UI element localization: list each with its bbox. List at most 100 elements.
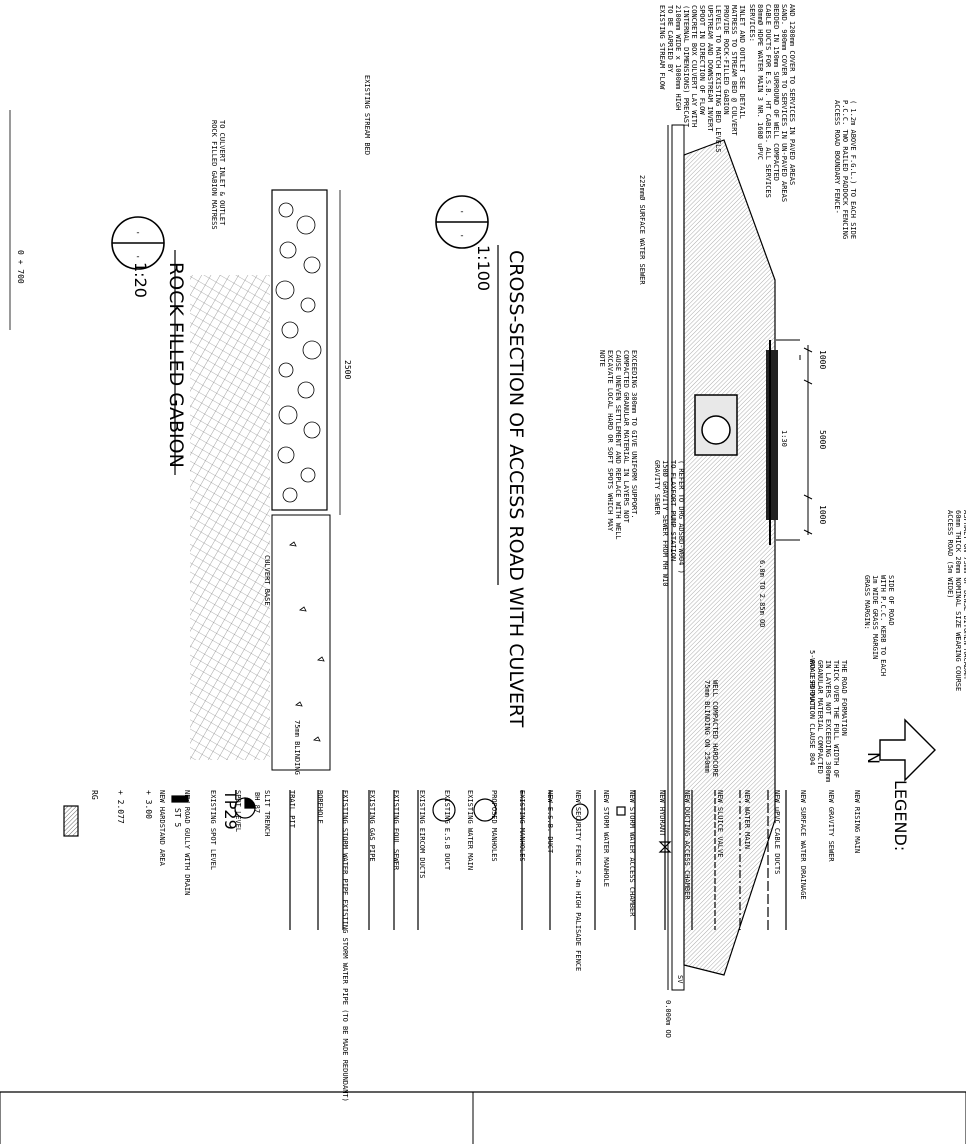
legend-label-7-line: NEW HYDRANT [658,790,666,837]
general-note-line: COMPACTED GRANULAR MATERIAL IN LAYERS NO… [622,350,630,524]
legend-label-13: PROPOSED MANHOLES [490,790,498,862]
legend-label-14-line: EXISTING WATER MAIN [466,790,474,870]
legend-existing-spot-line: + 2.077 [116,790,125,824]
legend-label-11-line: NEW E.S.B. DUCT [546,790,554,854]
dim-chainage: 0 + 700 [16,250,25,284]
services-note-line: 80mmØ HDPE WATER MAIN 3 NR. 160Ø uPVC [756,4,764,160]
legend-label-22: SLIT TRENCH [263,790,271,836]
legend-label-24: EXISTING SPOT LEVEL [209,790,217,870]
dim-5000: 5000 [818,430,827,449]
access-road-title-bubble: - - [435,195,489,249]
dim-2500: 2500 [343,360,352,379]
fence-note-line: ( 1.2m ABOVE F.G.L.) TO EACH SIDE [849,100,857,239]
legend-label-25-line: NEW ROAD GULLY WITH DRAIN [183,790,191,895]
datum-label: 0.000m OD [664,1000,672,1038]
fall-label: 1:30 [780,430,788,447]
svg-text:N: N [864,752,883,764]
legend-title-line: LEGEND: [891,780,910,851]
gravity-sewer-pipe [701,415,731,445]
legend-label-17: EXISTING FOUL SEWER [392,790,400,871]
dim-chainage-line: 0 + 700 [16,250,25,284]
stream-flow-note-line: MATRESS TO STREAM BED @ CULVERT [730,5,738,136]
access-road-note-line: ACCESS ROAD (5m WIDE) [946,510,954,599]
access-road-note-line: ASPHALT ON 75mm OF DENSE BITUMEN MACADAM [962,510,966,679]
fence-note-line: P.C.C. TWO RAILED PADDOCK FENCING [841,100,849,239]
culvert-base-label-line: CULVERT BASE [263,555,271,606]
culvert-base [271,514,331,771]
access-road-section [667,124,813,991]
formation-note-line: IN LAYERS NOT EXCEEDING 300mm [824,660,832,782]
slope-label-line: 6.0m TO 2.85m OD [758,560,766,627]
esb-duct-label-line: 5-WAY ESB DUCT [808,650,816,710]
gabion-section [190,189,341,771]
access-road-title: CROSS-SECTION OF ACCESS ROAD WITH CULVER… [505,250,527,728]
svg-text:-: - [135,252,140,262]
legend-road-gully: RG [90,790,99,800]
legend-label-22-line: SLIT TRENCH [263,790,271,836]
legend-label-20: BOREHOLE [316,790,324,824]
stream-flow-note-line: UPSTREAM AND DOWNSTREAM INVERT [706,5,714,132]
general-note-line: NOTE [598,350,606,367]
gabion-scale-line: 1:20 [131,262,150,298]
legend-trialpit-line: TP29 [221,789,240,830]
legend-label-19-line: EXISTING STORM WATER PIPE EXISTING STORM… [341,790,349,1102]
gabion-title-bubble: - - [111,216,165,270]
legend-label-18-line: EXISTING GAS PIPE [368,790,376,862]
legend-label-20-line: BOREHOLE [316,790,324,824]
gabion-title: ROCK FILLED GABION [165,262,187,468]
legend-label-3-line: NEW uPVC CABLE DUCTS [773,790,781,874]
legend-label-12: EXISTING MANHOLES [518,790,526,862]
services-note: SERVICES:80mmØ HDPE WATER MAIN 3 NR. 160… [748,4,796,202]
formation-note-line: GRANULAR MATERIAL COMPACTED [816,660,824,774]
legend-label-26: NEW HARDSTAND AREA [158,790,166,867]
legend-label-13-line: PROPOSED MANHOLES [490,790,498,862]
legend-sv: SV [676,975,684,984]
legend-label-5: NEW SLUICE VALVE [716,790,724,857]
services-note-line: SAND. 900mm COVER TO SERVICES IN UN-PAVE… [780,4,788,202]
legend-label-1: NEW GRAVITY SEWER [827,790,835,862]
legend-label-21-line: TRAIL PIT [288,790,296,829]
legend-label-15: EXISTING E.S.B DUCT [443,790,451,871]
access-road-note: ACCESS ROAD (5m WIDE)60mm THICK 20mm NOM… [946,510,966,691]
legend-label-7: NEW HYDRANT [658,790,666,837]
legend-label-21: TRAIL PIT [288,790,296,829]
legend-label-6: NEW DUCTING ACCESS CHAMBER [683,790,691,900]
stream-flow-note-line: INLET AND OUTLET SEE DETAIL [738,5,746,119]
legend-label-4-line: NEW WATER MAIN [743,790,751,849]
slope-label: 6.0m TO 2.85m OD [758,560,766,627]
gabion-blinding-label-line: 75mm BLINDING [293,720,301,775]
legend-label-10-line: NEW SECURITY FENCE 2.4m HIGH PALISADE FE… [574,790,582,971]
legend-label-1-line: NEW GRAVITY SEWER [827,790,835,862]
legend-label-23-line: SPOT LEVEL [234,790,242,832]
legend-label-4: NEW WATER MAIN [743,790,751,849]
legend-label-2-line: NEW SURFACE WATER DRAINAGE [799,790,807,900]
legend-spot-level-line: + 3.00 [144,790,153,819]
legend-label-24-line: EXISTING SPOT LEVEL [209,790,217,870]
grass-margin-note-line: 1m WIDE GRASS MARGIN [871,575,879,659]
general-note-line: EXCAVATE LOCAL HARD OR SOFT SPOTS WHICH … [606,350,614,532]
services-note-line: CABLE DUCTS FOR E.S.B. HT CABLES. ALL SE… [764,4,772,198]
datum-label-line: 0.000m OD [664,1000,672,1038]
legend-label-0: NEW RISING MAIN [853,790,861,853]
road-embankment [684,140,775,975]
gravity-sewer-note-line: TO FLAXFORT PUMP STATION [669,460,677,561]
legend-label-10: NEW SECURITY FENCE 2.4m HIGH PALISADE FE… [574,790,582,971]
stream-flow-note-line: CONCRETE BOX CULVERT LAY WITH [690,5,698,127]
legend-label-9-line: NEW STORM WATER MANHOLE [602,790,610,887]
dim-1000-b: 1000 [818,505,827,524]
services-note-line: BEDDED IN 150mm SURROUND OF WELL COMPACT… [772,4,780,181]
legend-spot-level: + 3.00 [144,790,153,819]
legend-title: LEGEND: [891,780,910,851]
existing-bed-label: EXISTING STREAM BED [363,75,371,155]
grass-margin-note-line: WITH P.C.C. KERB TO EACH [879,575,887,676]
road-surface-layer [766,350,778,520]
svg-text:-: - [135,228,140,238]
legend-label-8-line: NEW STORM WATER ACCESS CHAMBER [628,790,636,917]
esb-duct-label: 5-WAY ESB DUCT [808,650,816,710]
